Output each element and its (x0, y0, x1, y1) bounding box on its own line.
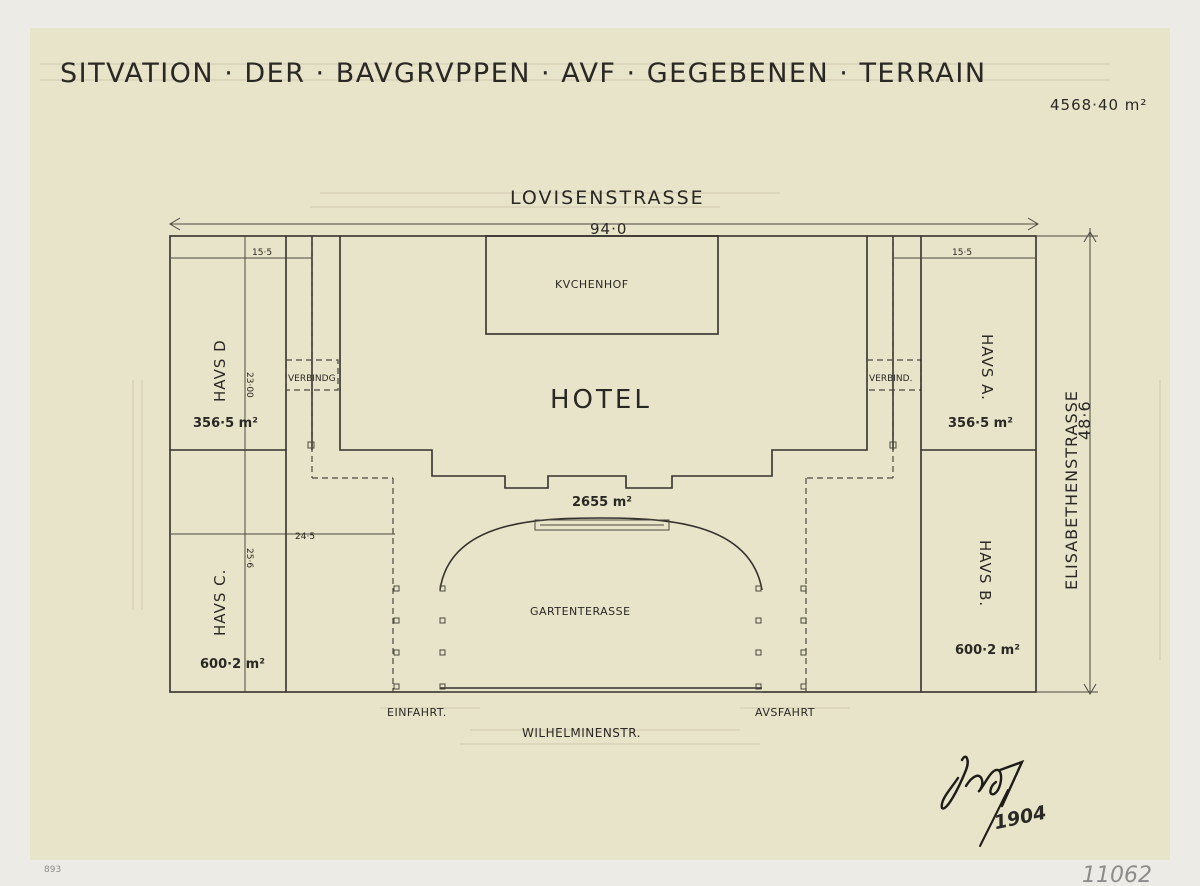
arrow-down-icon (1083, 683, 1097, 695)
entry-label: EINFAHRT. (387, 706, 447, 719)
connection-left (285, 359, 339, 391)
house-b-label: HAVS B. (976, 540, 994, 607)
house-c-depth-label: 25·6 (244, 548, 254, 568)
connection-right-label: VERBIND. (869, 374, 912, 384)
terrace-steps (534, 519, 670, 531)
house-c-label: HAVS C. (211, 569, 229, 636)
drawing-title: SITVATION · DER · BAVGRVPPEN · AVF · GEG… (60, 58, 987, 89)
hotel-outline (339, 236, 868, 489)
width-dimension-label: 94·0 (590, 220, 627, 238)
house-b-area: 600·2 m² (955, 643, 1020, 658)
house-d-width-label: 15·5 (252, 248, 272, 258)
arrow-left-icon (169, 217, 181, 231)
kitchen-yard-label: KVCHENHOF (555, 278, 629, 291)
street-right-label: ELISABETHENSTRASSE (1062, 390, 1081, 590)
house-d-label: HAVS D (211, 339, 229, 402)
lot-boundary (169, 235, 1037, 693)
catalog-number: 11062 (1082, 863, 1152, 886)
hotel-area: 2655 m² (572, 495, 632, 510)
house-c-width-label: 24·5 (295, 532, 315, 542)
house-a-width-label: 15·5 (952, 248, 972, 258)
kitchen-yard (485, 235, 719, 335)
house-a-area: 356·5 m² (948, 416, 1013, 431)
hotel-label: HOTEL (550, 385, 652, 415)
garden-terrace-arc (439, 517, 763, 591)
house-d-area: 356·5 m² (193, 416, 258, 431)
total-area-label: 4568·40 m² (1050, 96, 1147, 114)
garden-terrace-label: GARTENTERASSE (530, 605, 631, 618)
connection-left-label: VERBINDG (288, 374, 336, 384)
drawing-sheet (30, 28, 1170, 860)
arrow-up-icon (1083, 231, 1097, 243)
house-d-depth-label: 23·00 (244, 372, 254, 398)
terrace-posts (393, 585, 807, 690)
house-c-area: 600·2 m² (200, 657, 265, 672)
house-a-label: HAVS A. (978, 334, 996, 401)
street-bottom-label: WILHELMINENSTR. (522, 726, 641, 740)
street-top-label: LOVISENSTRASSE (510, 187, 705, 209)
arrow-right-icon (1027, 217, 1039, 231)
exit-label: AVSFAHRT (755, 706, 815, 719)
connection-right (866, 359, 922, 391)
margin-left-number: 893 (44, 865, 61, 875)
artist-signature (940, 755, 1025, 847)
height-dimension-label: 48·6 (1075, 400, 1094, 440)
